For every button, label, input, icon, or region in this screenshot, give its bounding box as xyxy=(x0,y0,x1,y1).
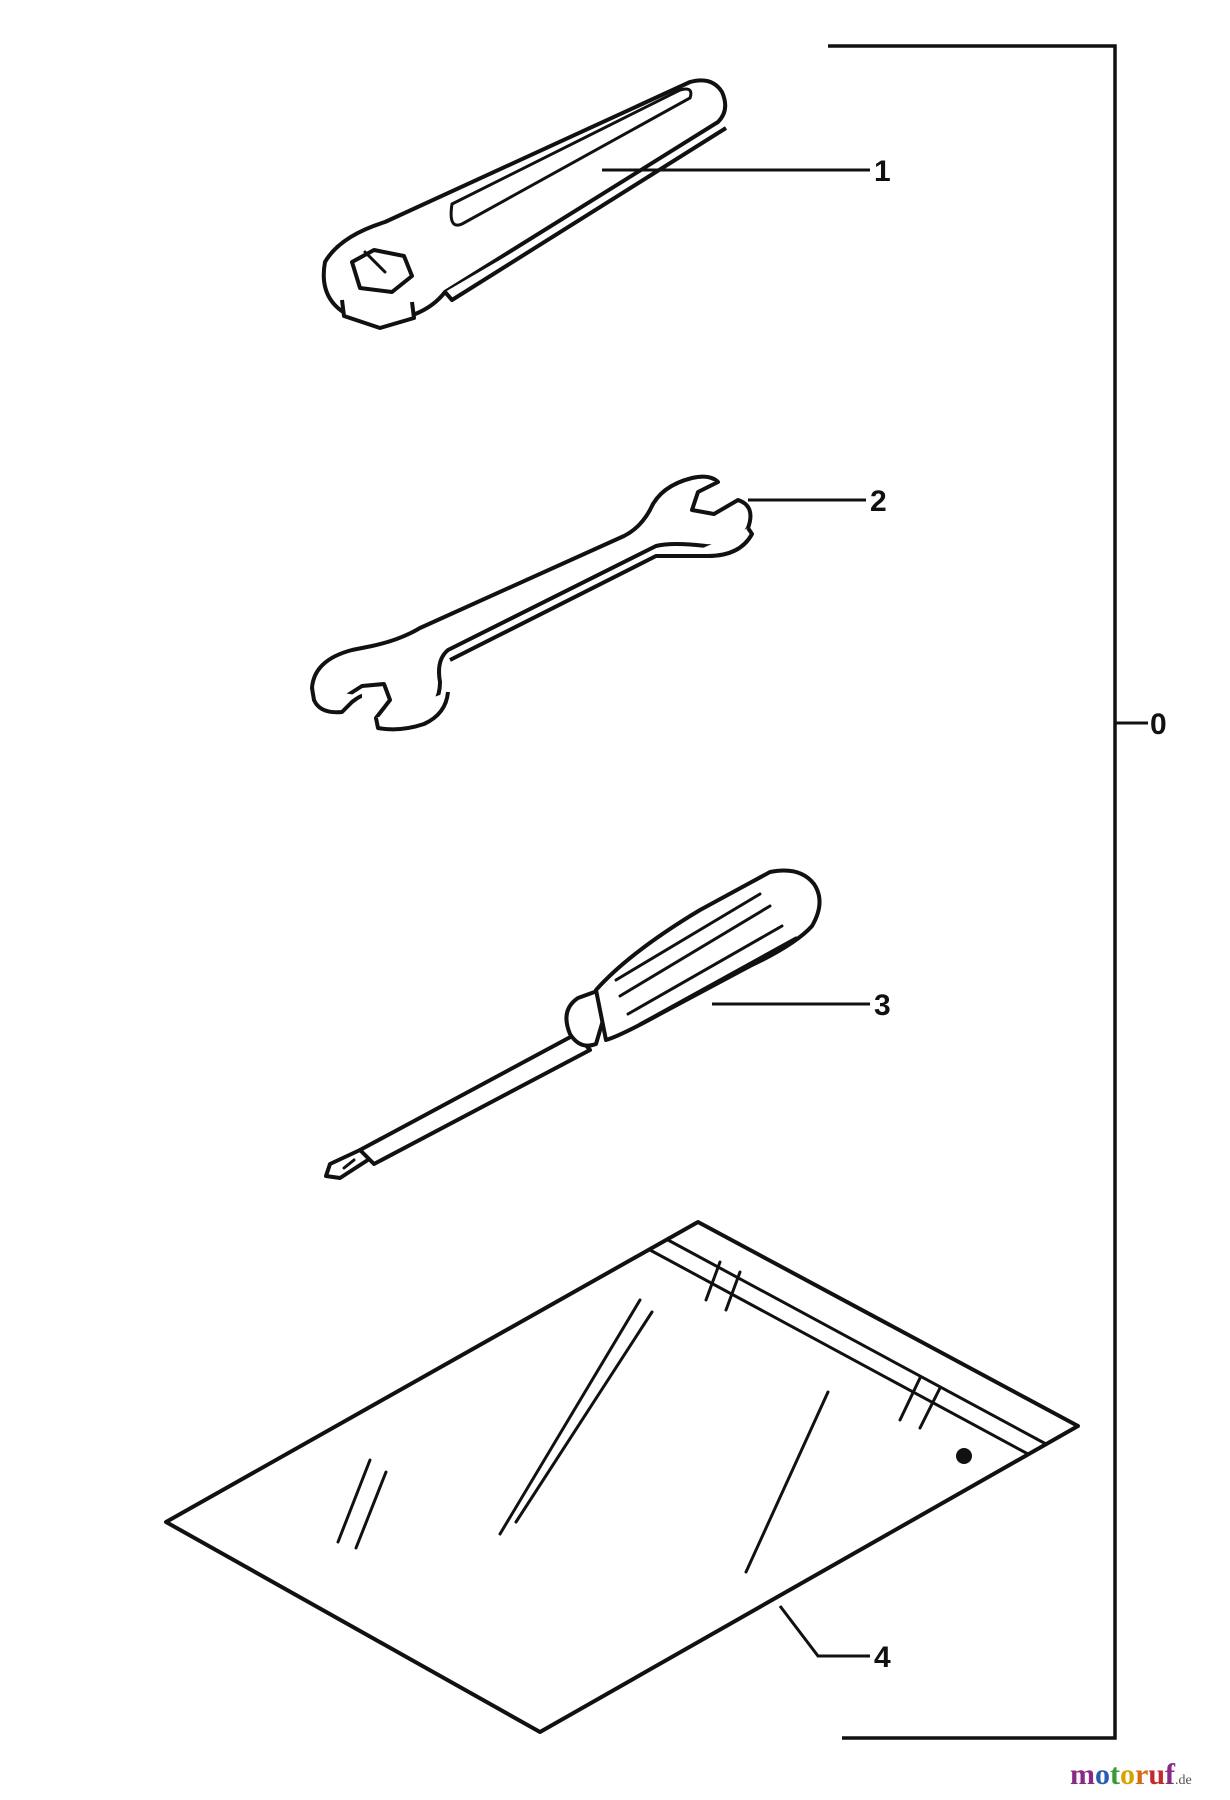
watermark-logo: motoruf.de xyxy=(1070,1758,1192,1791)
part-label-4: 4 xyxy=(874,1641,891,1674)
tool-bag[interactable] xyxy=(164,1220,1080,1734)
part-label-3: 3 xyxy=(874,989,891,1022)
part-label-2: 2 xyxy=(870,485,887,518)
svg-text:motoruf.de: motoruf.de xyxy=(1070,1758,1192,1791)
leader-line-4 xyxy=(778,1605,870,1658)
bag-hole-icon xyxy=(956,1448,972,1464)
screwdriver[interactable] xyxy=(324,868,822,1180)
part-label-1: 1 xyxy=(874,155,891,188)
open-end-wrench[interactable] xyxy=(310,474,754,732)
spark-plug-wrench[interactable] xyxy=(321,78,728,330)
assembly-bracket xyxy=(828,44,1148,1740)
part-label-0: 0 xyxy=(1150,708,1167,741)
